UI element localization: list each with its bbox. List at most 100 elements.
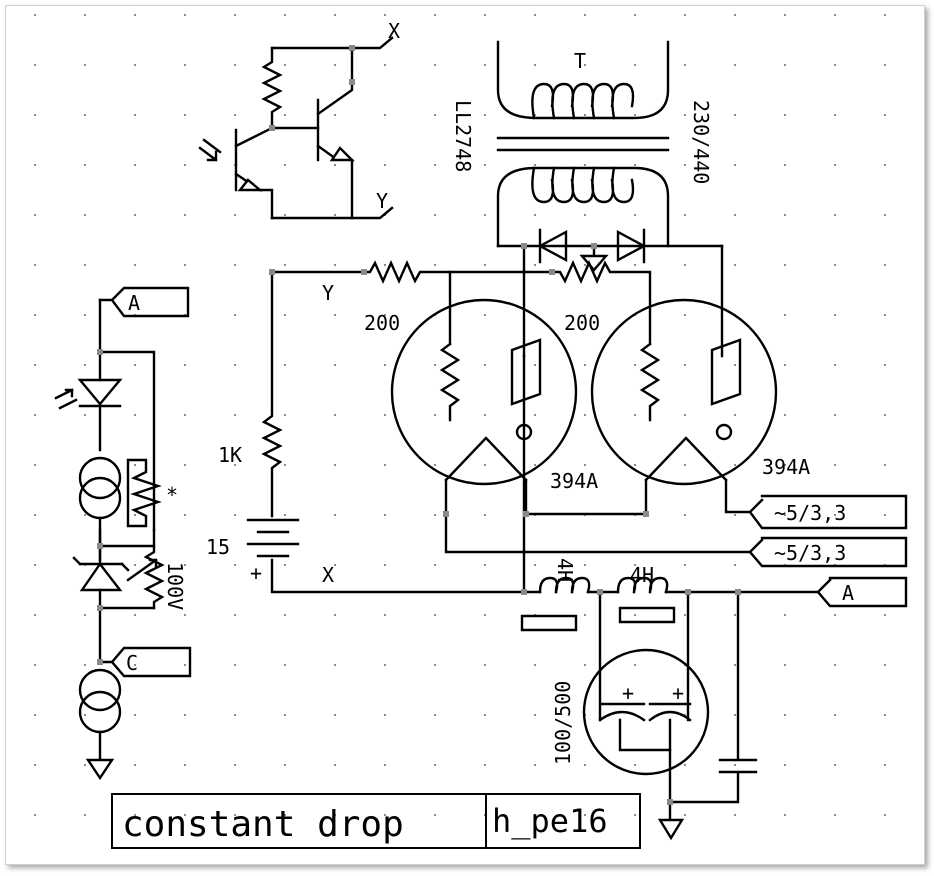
- heater-wiring: ~5/3,3 ~5/3,3: [444, 478, 908, 568]
- grid-dot: [384, 414, 386, 416]
- grid-dot: [84, 614, 86, 616]
- grid-dot: [634, 114, 636, 116]
- grid-dot: [334, 714, 336, 716]
- grid-dot: [684, 214, 686, 216]
- grid-dot: [634, 814, 636, 816]
- grid-dot: [884, 264, 886, 266]
- title-text: constant drop: [122, 804, 404, 845]
- grid-dot: [534, 64, 536, 66]
- transformer-voltage-label: 230/440: [689, 100, 713, 184]
- grid-dot: [434, 464, 436, 466]
- grid-dot: [484, 464, 486, 466]
- grid-dot: [384, 764, 386, 766]
- grid-dot: [634, 64, 636, 66]
- grid-dot: [484, 664, 486, 666]
- grid-dot: [584, 364, 586, 366]
- resistor-1k-label: 1K: [218, 443, 242, 467]
- grid-dot: [584, 564, 586, 566]
- grid-dot: [684, 714, 686, 716]
- grid-dot: [734, 364, 736, 366]
- grid-dot: [234, 264, 236, 266]
- grid-dot: [434, 164, 436, 166]
- grid-dot: [34, 664, 36, 666]
- grid-dot: [284, 414, 286, 416]
- grid-dot: [834, 314, 836, 316]
- grid-dot: [284, 364, 286, 366]
- grid-dot: [684, 114, 686, 116]
- grid-dot: [34, 814, 36, 816]
- grid-dot: [434, 214, 436, 216]
- grid-dot: [34, 414, 36, 416]
- grid-dot: [34, 714, 36, 716]
- grid-dot: [384, 64, 386, 66]
- grid-dot: [684, 764, 686, 766]
- grid-dot: [684, 164, 686, 166]
- grid-dot: [484, 14, 486, 16]
- grid-dot: [184, 164, 186, 166]
- grid-dot: [384, 264, 386, 266]
- grid-dot: [784, 664, 786, 666]
- grid-dot: [584, 264, 586, 266]
- sheet-frame: [5, 5, 925, 865]
- grid-dot: [884, 764, 886, 766]
- grid-dot: [534, 764, 536, 766]
- grid-dot: [434, 764, 436, 766]
- tube-right: 394A: [590, 298, 810, 486]
- grid-dot: [184, 414, 186, 416]
- grid-dot: [484, 164, 486, 166]
- grid-dot: [834, 714, 836, 716]
- grid-dot: [834, 614, 836, 616]
- grid-dot: [184, 114, 186, 116]
- grid-dot: [634, 264, 636, 266]
- grid-dot: [334, 514, 336, 516]
- grid-dot: [784, 764, 786, 766]
- grid-dot: [284, 514, 286, 516]
- grid-dot: [434, 114, 436, 116]
- grid-dot: [234, 64, 236, 66]
- grid-dot: [134, 364, 136, 366]
- grid-dot: [184, 614, 186, 616]
- grid-dot: [584, 64, 586, 66]
- grid-dot: [784, 164, 786, 166]
- grid-dot: [34, 264, 36, 266]
- grid-dot: [284, 64, 286, 66]
- grid-dot: [334, 64, 336, 66]
- choke-1-label: 4H: [553, 558, 577, 582]
- grid-dot: [334, 14, 336, 16]
- grid-dot: [84, 64, 86, 66]
- grid-dot: [234, 614, 236, 616]
- grid-dot: [84, 164, 86, 166]
- grid-dot: [84, 764, 86, 766]
- grid-dot: [784, 64, 786, 66]
- grid-dot: [484, 614, 486, 616]
- grid-dot: [234, 414, 236, 416]
- grid-dot: [634, 614, 636, 616]
- grid-dot: [284, 114, 286, 116]
- transformer-part-label: LL2748: [451, 100, 475, 172]
- grid-dot: [584, 164, 586, 166]
- grid-dot: [884, 214, 886, 216]
- grid-dot: [734, 664, 736, 666]
- grid-dot: [384, 314, 386, 316]
- grid-resistors: Y 200 200: [270, 260, 652, 346]
- grid-dot: [334, 164, 336, 166]
- grid-dot: [734, 214, 736, 216]
- grid-dot: [834, 64, 836, 66]
- grid-dot: [784, 214, 786, 216]
- grid-dot: [734, 514, 736, 516]
- grid-dot: [484, 114, 486, 116]
- grid-dot: [584, 814, 586, 816]
- grid-dot: [184, 364, 186, 366]
- grid-dot: [184, 564, 186, 566]
- grid-dot: [784, 614, 786, 616]
- grid-dot: [534, 264, 536, 266]
- grid-dot: [234, 514, 236, 516]
- grid-dot: [884, 614, 886, 616]
- title-block: constant drop h_pe16: [111, 793, 641, 849]
- grid-dot: [534, 714, 536, 716]
- grid-dot: [784, 264, 786, 266]
- grid-dot: [34, 764, 36, 766]
- grid-dot: [434, 514, 436, 516]
- grid-dot: [434, 414, 436, 416]
- grid-dot: [734, 114, 736, 116]
